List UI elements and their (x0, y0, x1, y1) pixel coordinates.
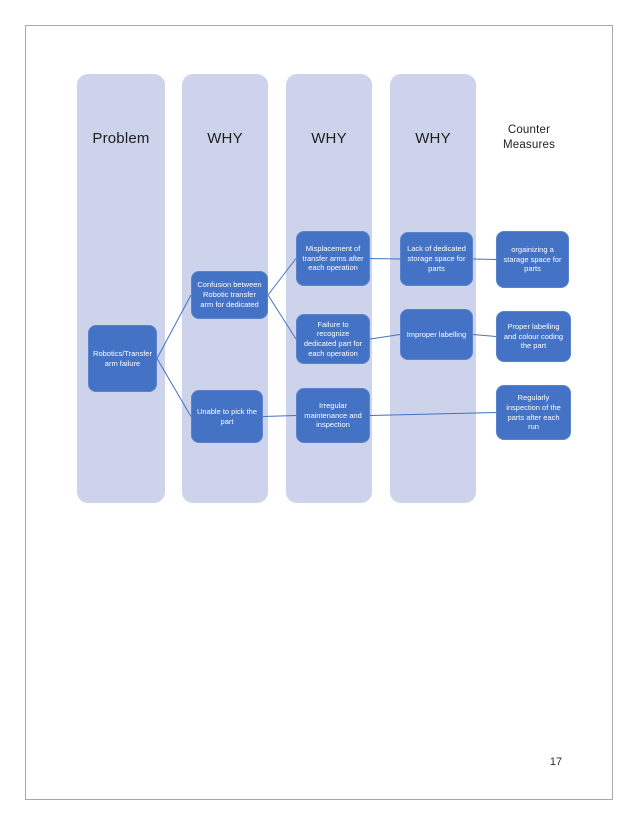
node-regularly-inspection-of-parts: Regularly inspection of the parts after … (496, 385, 571, 440)
column-band-problem (77, 74, 165, 503)
node-organizing-storage-space: orgainizing a starage space for parts (496, 231, 569, 288)
node-label: Confusion between Robotic transfer arm f… (197, 280, 262, 309)
node-label: Misplacement of transfer arms after each… (302, 243, 364, 273)
node-unable-to-pick-part: Unable to pick the part (191, 390, 263, 443)
node-label: Unable to pick the part (196, 406, 258, 426)
document-page: Problem WHY WHY WHY Counter Measures Rob… (25, 25, 613, 800)
node-misplacement-of-transfer-arms: Misplacement of transfer arms after each… (296, 231, 370, 286)
column-band-why3 (390, 74, 476, 503)
node-label: Failure to recognize dedicated part for … (303, 319, 363, 358)
node-lack-of-dedicated-storage: Lack of dedicated storage space for part… (400, 232, 473, 286)
node-label: Regularly inspection of the parts after … (506, 393, 561, 432)
node-label: Irregular maintenance and inspection (304, 400, 362, 430)
column-header-problem: Problem (92, 130, 150, 147)
column-header-why2: WHY (311, 130, 347, 147)
page-number: 17 (549, 756, 563, 768)
node-robotics-transfer-arm-failure: Robotics/Transfer arm failure (88, 325, 157, 392)
node-failure-to-recognize-dedicated-part: Failure to recognize dedicated part for … (296, 314, 370, 364)
five-why-analysis-diagram: Problem WHY WHY WHY Counter Measures Rob… (26, 26, 612, 799)
node-proper-labelling-colour-coding: Proper labelling and colour coding the p… (496, 311, 571, 362)
column-header-why1: WHY (207, 130, 243, 147)
node-irregular-maintenance-inspection: Irregular maintenance and inspection (296, 388, 370, 443)
column-header-counter-measures: Counter Measures (502, 124, 556, 151)
column-header-why3: WHY (415, 130, 451, 147)
node-label: Proper labelling and colour coding the p… (503, 321, 564, 351)
node-label: Lack of dedicated storage space for part… (407, 244, 466, 273)
node-label: Robotics/Transfer arm failure (93, 348, 152, 368)
node-confusion-between-robotic-transfer-arm: Confusion between Robotic transfer arm f… (191, 271, 268, 319)
node-improper-labelling: Improper labelling (400, 309, 473, 360)
node-label: orgainizing a starage space for parts (503, 244, 562, 274)
node-label: Improper labelling (406, 329, 467, 339)
